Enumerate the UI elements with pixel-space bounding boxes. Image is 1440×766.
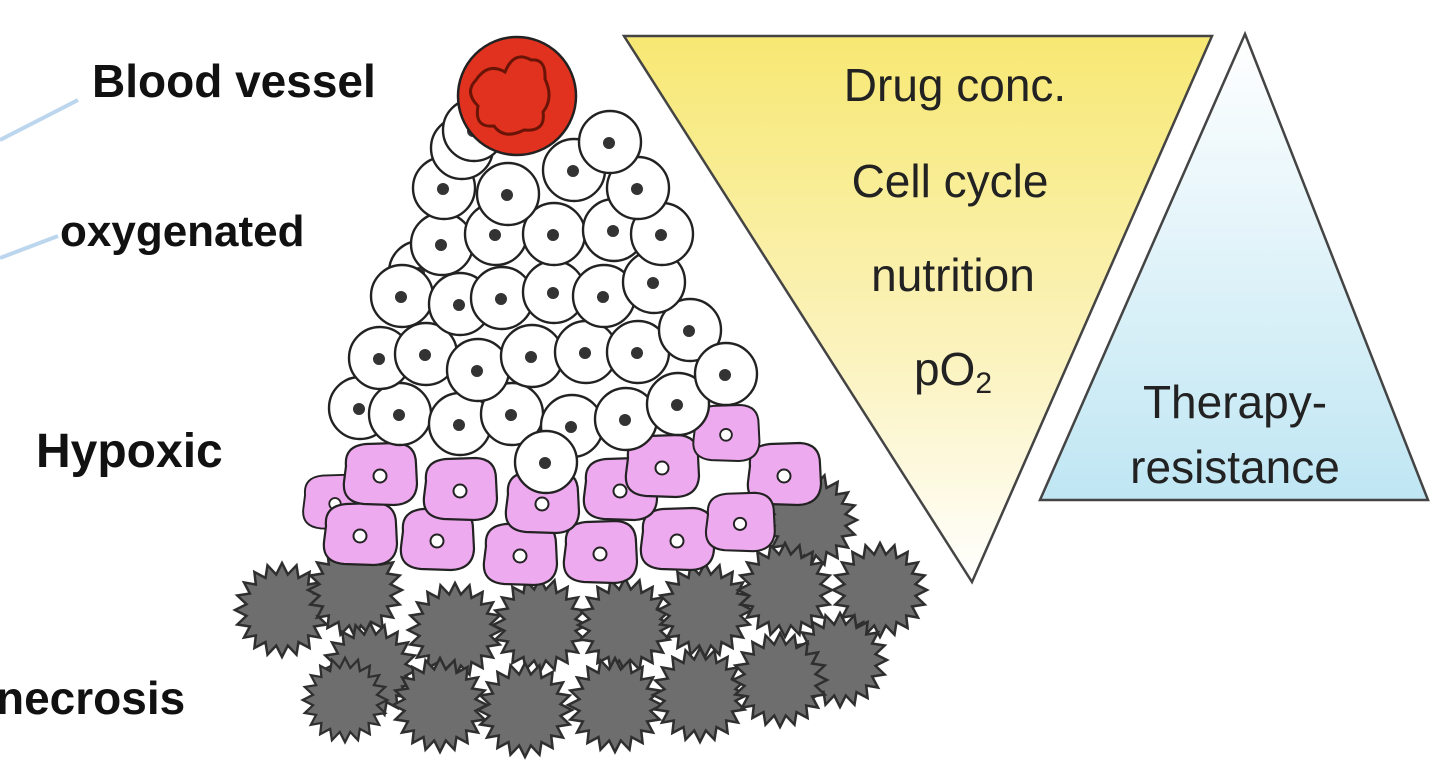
blood-vessel-icon [456, 35, 578, 157]
oxygenated-cell-icon [445, 337, 511, 403]
therapy-resistance-triangle [1038, 30, 1430, 502]
oxygenated-cell-icon [499, 323, 565, 389]
necrotic-cell-icon [566, 656, 664, 754]
hypoxic-cell-icon [704, 491, 776, 553]
oxygenated-layer [327, 97, 759, 495]
necrosis-label: necrosis [0, 672, 186, 724]
hypoxic-cell-icon [322, 501, 399, 567]
oxygenated-label: oxygenated [60, 207, 305, 256]
po2-label: pO2 [800, 346, 1106, 399]
nutrition-label: nutrition [871, 249, 1035, 301]
necrotic-cell-icon [491, 576, 589, 674]
gradient-factors-triangle [621, 34, 1214, 585]
leader-line-oxygenated [0, 234, 59, 260]
oxygenated-cell-icon [369, 263, 435, 329]
necrotic-cell-icon [476, 661, 574, 759]
blood-vessel-label: Blood vessel [92, 55, 376, 107]
oxygenated-cell-icon [577, 109, 643, 175]
therapy-resistance-line1: Therapy- [1142, 376, 1328, 428]
drug-conc-label: Drug conc. [843, 59, 1067, 111]
therapy-resistance-line2: resistance [1130, 441, 1340, 494]
cell-cycle-label: Cell cycle [851, 155, 1049, 207]
po2-subscript: 2 [975, 367, 993, 400]
oxygenated-cell-icon [513, 429, 579, 495]
tumor-cone [233, 35, 929, 759]
necrotic-cell-icon [656, 561, 754, 659]
hypoxic-label: Hypoxic [36, 425, 223, 478]
leader-line-blood-vessel [0, 98, 79, 142]
hypoxic-cell-icon [422, 456, 499, 522]
oxygenated-cell-icon [409, 211, 475, 277]
hypoxic-cell-icon [342, 441, 419, 507]
oxygenated-cell-icon [367, 381, 433, 447]
therapy-resistance-label: Therapy- resistance [1090, 370, 1380, 501]
oxygenated-cell-icon [693, 341, 759, 407]
po2-base: pO [913, 343, 976, 395]
necrotic-cell-icon [651, 646, 749, 744]
hypoxic-cell-icon [639, 506, 716, 572]
oxygenated-cell-icon [475, 161, 541, 227]
hypoxic-cell-icon [562, 519, 639, 585]
necrotic-cell-icon [576, 576, 674, 674]
